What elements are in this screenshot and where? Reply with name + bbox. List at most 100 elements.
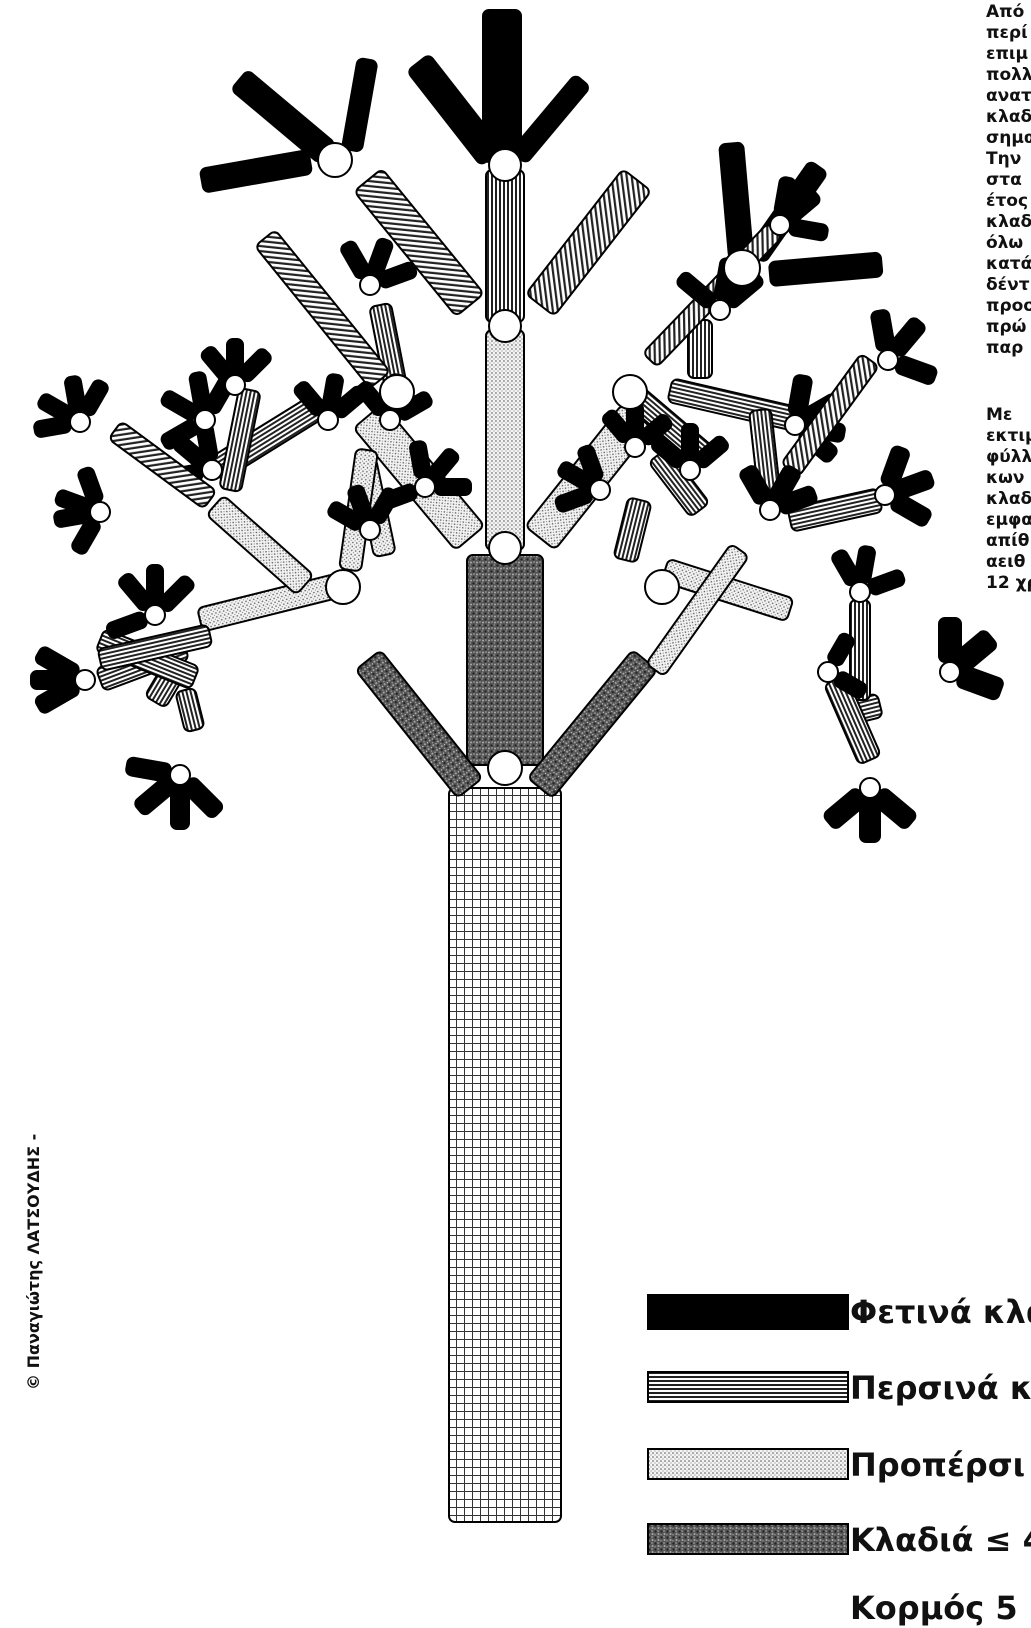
paragraph-line: περί <box>986 23 1031 44</box>
paragraph-line: κλαδ <box>986 212 1031 233</box>
legend-swatch-hlines <box>648 1372 848 1402</box>
branch-joint <box>878 350 898 370</box>
main-axis-older <box>467 555 543 765</box>
branch-joint <box>680 460 700 480</box>
limb-right-last-year <box>526 169 651 316</box>
branch-joint <box>613 375 647 409</box>
branch-diag <box>255 230 390 388</box>
branch-joint <box>360 520 380 540</box>
branch-joint <box>415 477 435 497</box>
paragraph-line: στα <box>986 170 1031 191</box>
current-year-shoot <box>33 416 71 438</box>
branch-dots <box>197 573 343 631</box>
legend-swatch-solid <box>648 1295 848 1329</box>
paragraph-line: 12 χρ <box>986 573 1031 594</box>
paragraph-line: ανατ <box>986 86 1031 107</box>
paragraph-line: έτος <box>986 191 1031 212</box>
paragraph-line: κλαδ <box>986 489 1031 510</box>
main-axis-last-year <box>486 170 524 322</box>
current-year-shoot <box>894 355 938 386</box>
paragraph-line: όλω <box>986 233 1031 254</box>
branch-joint <box>326 570 360 604</box>
legend-label-current-year: Φετινά κλα <box>850 1292 1031 1332</box>
current-year-shoot <box>200 150 312 193</box>
legend-label-two-years: Προπέρσι <box>850 1445 1025 1485</box>
branch-joint <box>489 532 521 564</box>
paragraph-line: εκτιμ <box>986 426 1031 447</box>
paragraph-line: Την <box>986 149 1031 170</box>
branch-joint <box>590 480 610 500</box>
trunk <box>449 788 561 1522</box>
branch-joint <box>380 410 400 430</box>
branch-joint <box>860 778 880 798</box>
paragraph-line: φύλλ <box>986 447 1031 468</box>
current-year-shoot <box>889 492 933 528</box>
current-year-shoot <box>956 665 1005 701</box>
legend-swatch-dots <box>648 1449 848 1479</box>
branch-joint <box>380 375 414 409</box>
legend-label-last-year: Περσινά κ <box>850 1368 1031 1408</box>
main-axis-two-years <box>486 330 524 550</box>
branch-joint <box>202 460 222 480</box>
branch-joint <box>75 670 95 690</box>
main-limb-left <box>355 650 482 798</box>
current-year-shoot <box>105 611 148 640</box>
branch-joint <box>875 485 895 505</box>
copyright-notice: © Παναγιώτης ΛΑΤΣΟΥΔΗΣ - <box>24 1134 43 1390</box>
description-paragraph-1: Από περί επιμ πολλ ανατ κλαδ σημα Την στ… <box>986 2 1031 359</box>
paragraph-line: επιμ <box>986 44 1031 65</box>
paragraph-line: απίθ <box>986 531 1031 552</box>
paragraph-line: κλαδ <box>986 107 1031 128</box>
branch-joint <box>760 500 780 520</box>
legend-label-trunk: Κορμός 5 <box>850 1588 1018 1628</box>
current-year-shoot <box>339 239 372 280</box>
branch-joint <box>70 412 90 432</box>
branch-joint <box>195 410 215 430</box>
current-year-shoot <box>867 569 906 596</box>
paragraph-line: αειθ <box>986 552 1031 573</box>
main-limb-right <box>528 650 658 798</box>
paragraph-line: κατά <box>986 254 1031 275</box>
paragraph-line: εμφα <box>986 510 1031 531</box>
branch-joint <box>488 751 522 785</box>
current-year-shoot <box>769 252 883 286</box>
branch-joint <box>710 300 730 320</box>
branch-joint <box>145 605 165 625</box>
legend-label-branches: Κλαδιά ≤ 4 <box>850 1520 1031 1560</box>
current-year-shoot <box>125 757 171 782</box>
current-year-shoot <box>231 70 336 164</box>
branch-joint <box>724 250 760 286</box>
current-year-shoot <box>719 142 753 259</box>
legend-swatch-texture <box>648 1524 848 1554</box>
branch-dots <box>646 544 749 677</box>
branch-joint <box>360 275 380 295</box>
branch-joint <box>225 375 245 395</box>
paragraph-line: πολλ <box>986 65 1031 86</box>
branch-joint <box>770 215 790 235</box>
branch-joint <box>940 662 960 682</box>
current-year-shoot <box>435 479 471 495</box>
branch-joint <box>90 502 110 522</box>
branch-hlines <box>175 688 204 733</box>
current-year-shoot <box>854 545 876 583</box>
branch-joint <box>850 582 870 602</box>
legend-swatches <box>648 1295 848 1560</box>
paragraph-line: σημα <box>986 128 1031 149</box>
branch-joint <box>489 149 521 181</box>
branch-joint <box>785 415 805 435</box>
branch-joint <box>489 310 521 342</box>
branch-dots <box>206 495 313 594</box>
current-year-shoot <box>342 58 378 152</box>
current-year-shoot <box>511 74 591 163</box>
current-year-shoot <box>379 483 418 510</box>
branch-hlines <box>613 497 651 563</box>
branch-joint <box>318 410 338 430</box>
branch-joint <box>625 437 645 457</box>
paragraph-line: παρ <box>986 338 1031 359</box>
paragraph-line: Με <box>986 405 1031 426</box>
branch-joint <box>645 570 679 604</box>
paragraph-line: δέντ <box>986 275 1031 296</box>
description-paragraph-2: Με εκτιμ φύλλ κων κλαδ εμφα απίθ αειθ 12… <box>986 405 1031 594</box>
branch-joint <box>170 765 190 785</box>
current-year-shoot <box>788 219 828 241</box>
